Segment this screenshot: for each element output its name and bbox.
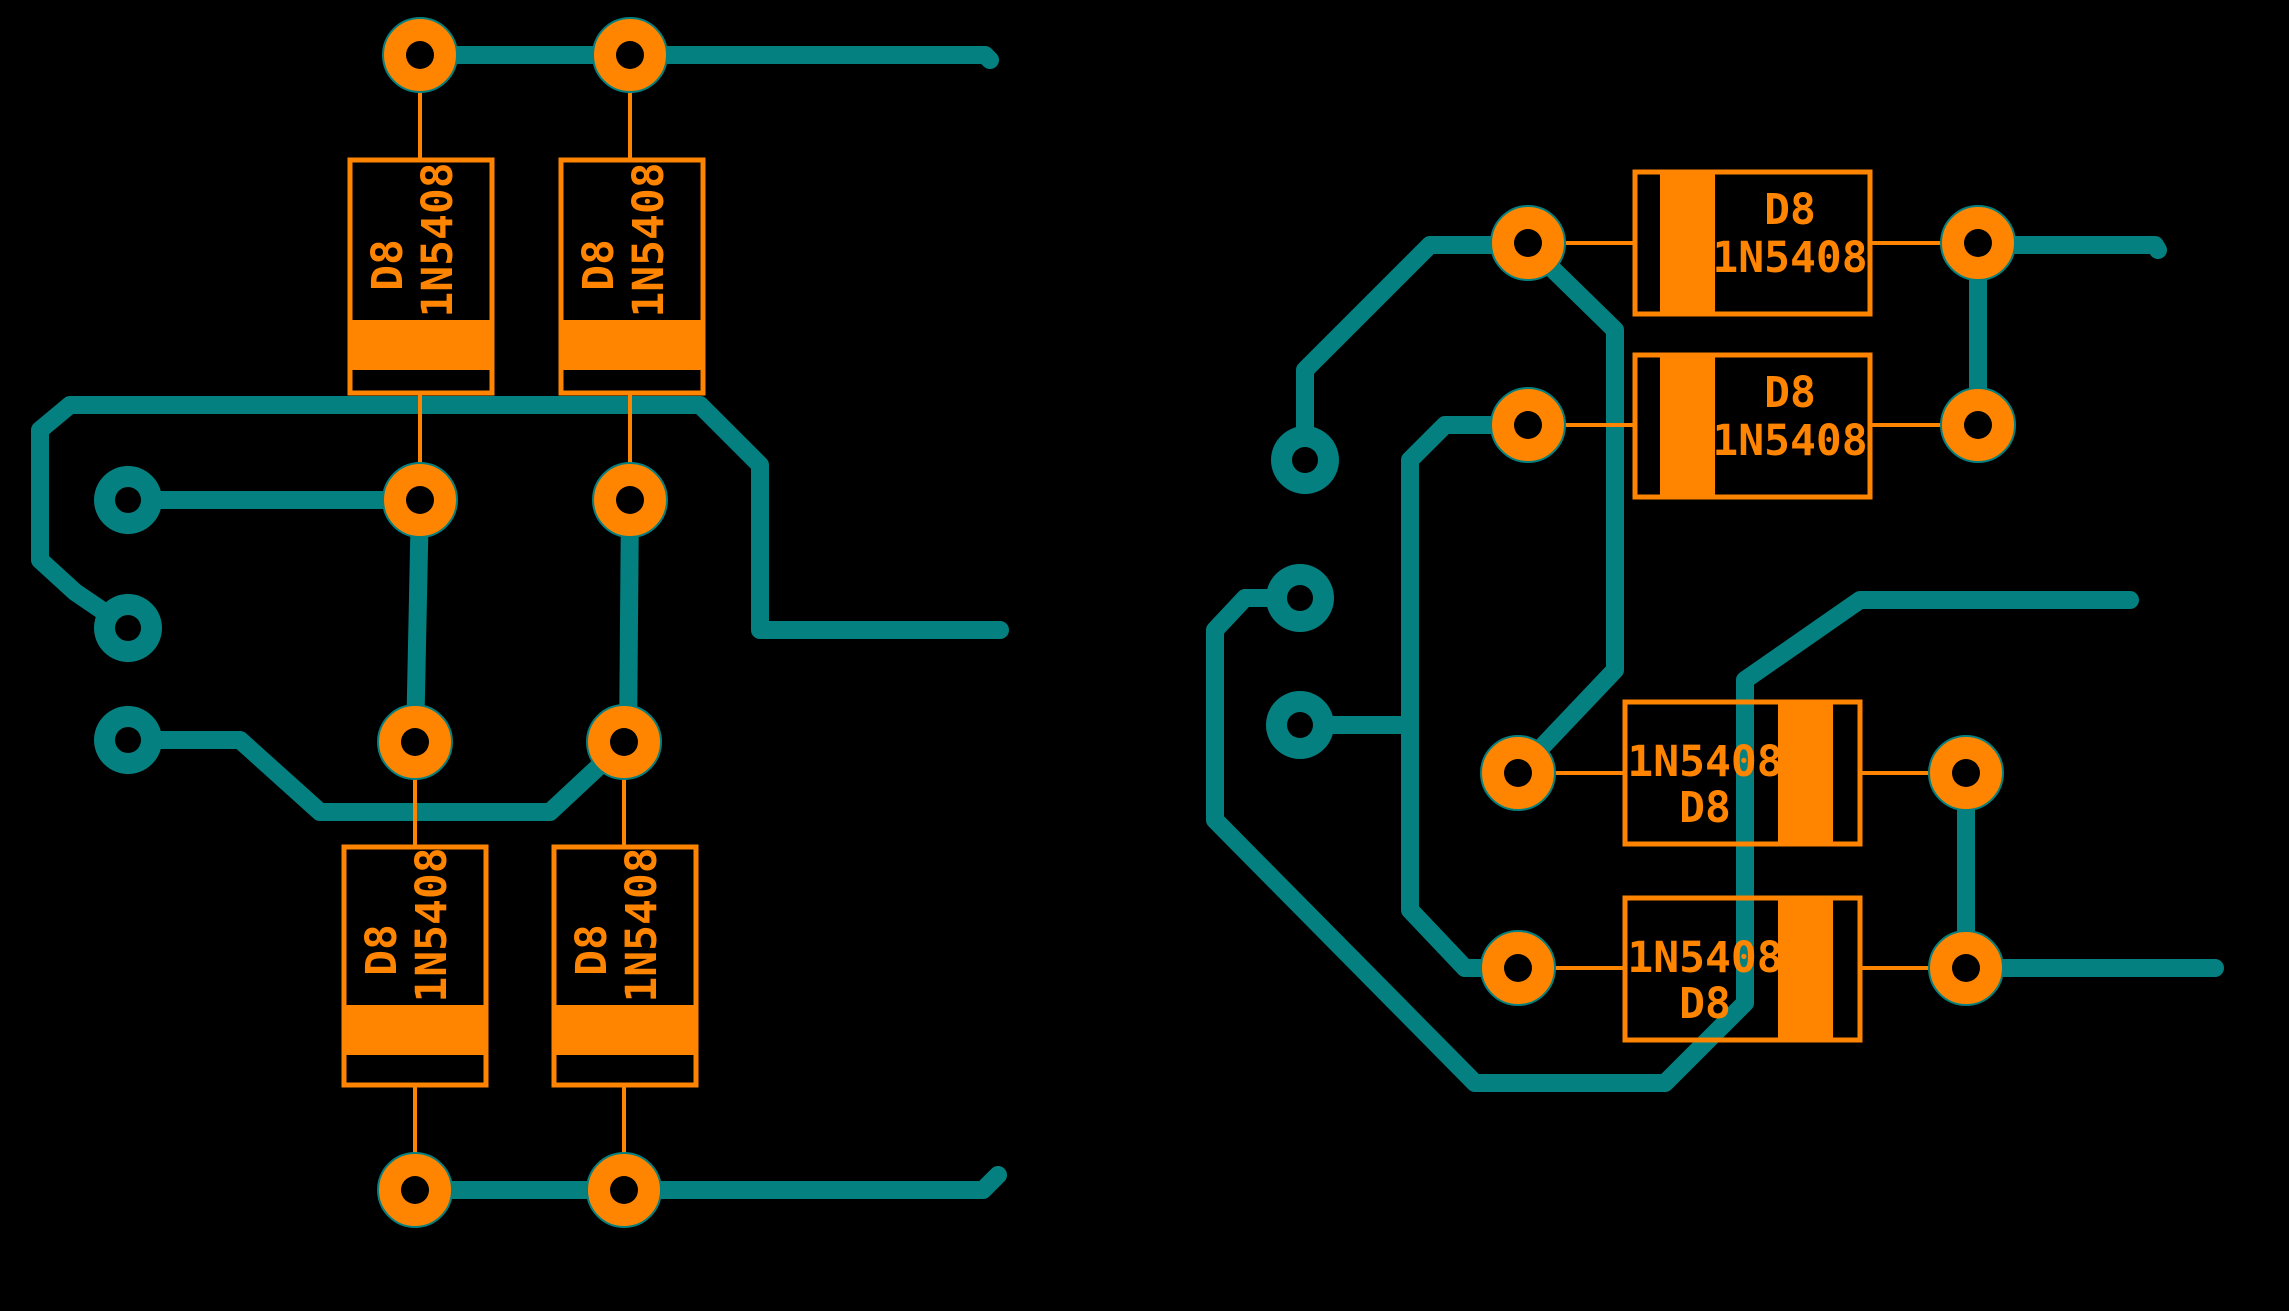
pad — [592, 17, 668, 93]
diode-ref: D8 — [357, 924, 407, 976]
trace — [619, 491, 639, 751]
diode-4: D8 1N5408 — [551, 742, 699, 1190]
diode-value: 1N5408 — [617, 847, 667, 1002]
trace — [411, 46, 999, 69]
pad — [586, 1152, 662, 1228]
trace — [406, 1166, 1007, 1199]
diode-6: D8 1N5408 — [1528, 352, 1978, 500]
pad — [592, 462, 668, 538]
diode-ref: D8 — [567, 924, 617, 976]
pad — [377, 704, 453, 780]
trace — [1296, 236, 1537, 469]
pad — [377, 1152, 453, 1228]
diode-value: 1N5408 — [1627, 737, 1782, 787]
pad — [1928, 930, 2004, 1006]
diode-value: 1N5408 — [1627, 933, 1782, 983]
trace — [119, 731, 634, 821]
pad — [382, 462, 458, 538]
connector-pad — [1266, 564, 1334, 632]
diode-ref: D8 — [1679, 783, 1731, 833]
diode-2: D8 1N5408 — [558, 55, 706, 500]
pad — [1480, 735, 1556, 811]
connector-pad — [1271, 426, 1339, 494]
connector-pad — [1266, 691, 1334, 759]
pad — [1940, 205, 2016, 281]
diode-5: D8 1N5408 — [1528, 169, 1978, 317]
trace — [1401, 416, 1537, 977]
connector-pad — [94, 466, 162, 534]
connector-pads — [94, 426, 1339, 774]
pad — [1928, 735, 2004, 811]
diode-7: 1N5408 D8 — [1518, 699, 1966, 847]
diode-ref: D8 — [574, 239, 624, 291]
pad — [1490, 387, 1566, 463]
diode-ref: D8 — [1679, 979, 1731, 1029]
trace — [406, 491, 429, 751]
pad — [1480, 930, 1556, 1006]
diode-value: 1N5408 — [624, 162, 674, 317]
pad — [1940, 387, 2016, 463]
trace — [31, 396, 1009, 639]
connector-pad — [94, 706, 162, 774]
diode-value: 1N5408 — [407, 847, 457, 1002]
trace — [1206, 589, 2139, 1092]
pad — [1490, 205, 1566, 281]
diode-ref: D8 — [363, 239, 413, 291]
trace — [1511, 236, 1624, 779]
diode-ref: D8 — [1764, 185, 1816, 235]
trace — [1969, 236, 2167, 259]
diode-value: 1N5408 — [1712, 233, 1867, 283]
diode-ref: D8 — [1764, 368, 1816, 418]
pad — [382, 17, 458, 93]
connector-pad — [94, 594, 162, 662]
pad — [586, 704, 662, 780]
diode-pads — [377, 17, 2016, 1228]
diode-3: D8 1N5408 — [341, 742, 489, 1190]
diode-1: D8 1N5408 — [347, 55, 495, 500]
trace — [1957, 764, 2224, 977]
diode-value: 1N5408 — [1712, 416, 1867, 466]
diode-value: 1N5408 — [413, 162, 463, 317]
